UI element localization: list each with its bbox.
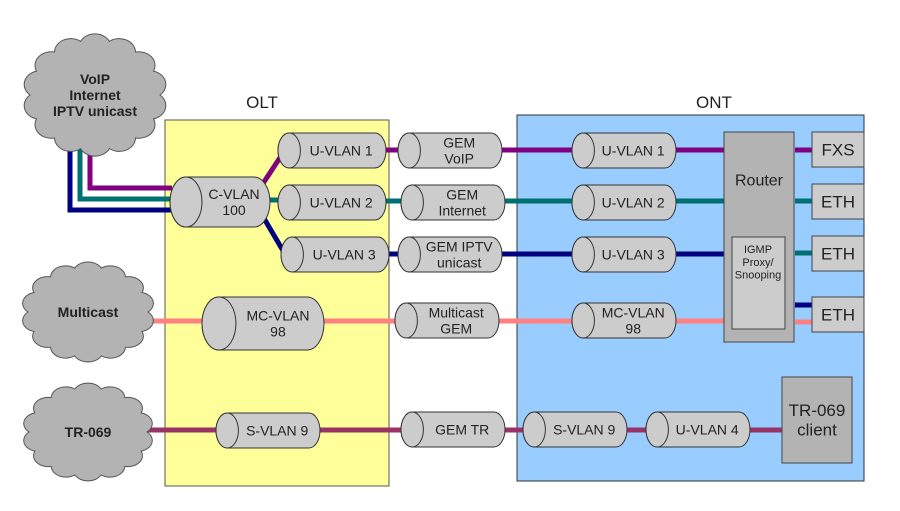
- cylinder-end: [522, 411, 546, 448]
- ont-uvlan-2-label: U-VLAN 2: [602, 194, 665, 210]
- cylinder-end: [400, 411, 424, 448]
- ont-mcvlan-98-label: MC-VLAN: [602, 304, 665, 320]
- cylinder-end: [571, 236, 595, 273]
- ont-port-fxs: FXS: [811, 131, 865, 168]
- cylinder-end: [201, 296, 237, 351]
- cylinder-end: [571, 132, 595, 169]
- ont-tr069-client-label: TR-069: [789, 401, 846, 420]
- ont-igmp-label: IGMP: [744, 244, 772, 256]
- cylinder-end: [571, 184, 595, 221]
- gem-iptv-unicast-label: unicast: [437, 254, 481, 270]
- ont-title: ONT: [696, 93, 732, 112]
- ont-uvlan-4-label: U-VLAN 4: [676, 421, 739, 437]
- cloud-tr069-label: TR-069: [65, 424, 112, 440]
- ont-tr069-client-rect: [781, 376, 853, 464]
- cylinder-end: [400, 184, 424, 221]
- ont-port-eth-3: ETH: [811, 296, 865, 333]
- cloud-shape: [23, 33, 167, 157]
- ont-port-fxs-label: FXS: [821, 140, 854, 159]
- olt-cvlan-100-label: C-VLAN: [208, 186, 259, 202]
- ont-port-eth-1-label: ETH: [821, 192, 855, 211]
- ont-uvlan-1: U-VLAN 1: [571, 132, 677, 169]
- gem-multicast-label: GEM: [440, 320, 472, 336]
- ont-igmp-label: Proxy/: [742, 257, 774, 269]
- line-cvlan-uvlan3: [259, 213, 288, 256]
- ont-port-eth-2-rect: [811, 235, 865, 272]
- olt-uvlan-3-label: U-VLAN 3: [313, 246, 376, 262]
- cylinder-end: [394, 302, 418, 339]
- ont-uvlan-3: U-VLAN 3: [571, 236, 677, 273]
- gem-tr-label: GEM TR: [435, 421, 489, 437]
- olt-uvlan-1-label: U-VLAN 1: [310, 142, 373, 158]
- olt-svlan-9: S-VLAN 9: [215, 412, 321, 449]
- ont-port-eth-3-label: ETH: [821, 305, 855, 324]
- gem-voip-label: VoIP: [444, 150, 474, 166]
- gem-voip-label: GEM: [443, 134, 475, 150]
- cloud-multicast-label: Multicast: [58, 304, 119, 320]
- cylinder-end: [571, 302, 595, 339]
- ont-igmp-label: Snooping: [735, 270, 782, 282]
- cylinder-end: [280, 236, 304, 273]
- line-internet-feed: [77, 148, 172, 202]
- olt-uvlan-2-label: U-VLAN 2: [310, 194, 373, 210]
- olt-mcvlan-98-label: 98: [270, 323, 286, 339]
- cylinder-end: [277, 132, 301, 169]
- ont-uvlan-4: U-VLAN 4: [645, 411, 751, 448]
- cloud-tr069: TR-069: [23, 382, 153, 482]
- cylinder-end: [397, 132, 421, 169]
- cloud-services-label: VoIP: [80, 71, 110, 87]
- ont-uvlan-3-label: U-VLAN 3: [602, 246, 665, 262]
- cylinder-end: [169, 176, 203, 228]
- olt-cvlan-100-label: 100: [222, 202, 246, 218]
- cylinder-end: [645, 411, 669, 448]
- ont-igmp-box-rect: [731, 236, 786, 330]
- line-iptv-feed: [67, 148, 172, 213]
- cloud-services-label: Internet: [69, 87, 121, 103]
- gem-internet-label: Internet: [438, 202, 486, 218]
- ont-router-label: Router: [735, 173, 784, 190]
- gem-tr: GEM TR: [400, 411, 506, 448]
- ont-port-eth-3-rect: [811, 296, 865, 333]
- cloud-shape: [22, 261, 154, 363]
- cloud-shape: [23, 382, 153, 482]
- olt-uvlan-2: U-VLAN 2: [277, 184, 387, 221]
- ont-svlan-9-label: S-VLAN 9: [553, 421, 615, 437]
- ont-mcvlan-98-label: 98: [625, 320, 641, 336]
- ont-uvlan-1-label: U-VLAN 1: [602, 142, 665, 158]
- ont-port-eth-1-rect: [811, 183, 865, 220]
- olt-title: OLT: [246, 93, 278, 112]
- cloud-multicast: Multicast: [22, 261, 154, 363]
- cylinder-end: [397, 236, 421, 273]
- cylinder-end: [215, 412, 239, 449]
- ont-svlan-9: S-VLAN 9: [522, 411, 628, 448]
- olt-svlan-9-label: S-VLAN 9: [246, 422, 308, 438]
- gem-internet-label: GEM: [446, 186, 478, 202]
- ont-uvlan-2: U-VLAN 2: [571, 184, 677, 221]
- gem-multicast-label: Multicast: [429, 304, 484, 320]
- ont-igmp-box: [731, 236, 786, 330]
- ont-port-eth-2: ETH: [811, 235, 865, 272]
- ont-port-eth-1: ETH: [811, 183, 865, 220]
- ont-tr069-client-label: client: [797, 421, 837, 440]
- gem-iptv-unicast-label: GEM IPTV: [426, 238, 494, 254]
- olt-mcvlan-98-label: MC-VLAN: [246, 307, 309, 323]
- ont-port-eth-2-label: ETH: [821, 244, 855, 263]
- ont-port-fxs-rect: [811, 131, 865, 168]
- cloud-services-label: IPTV unicast: [53, 103, 137, 119]
- olt-uvlan-1: U-VLAN 1: [277, 132, 387, 169]
- cylinder-end: [277, 184, 301, 221]
- olt-uvlan-3: U-VLAN 3: [280, 236, 390, 273]
- line-voip-feed: [87, 148, 172, 191]
